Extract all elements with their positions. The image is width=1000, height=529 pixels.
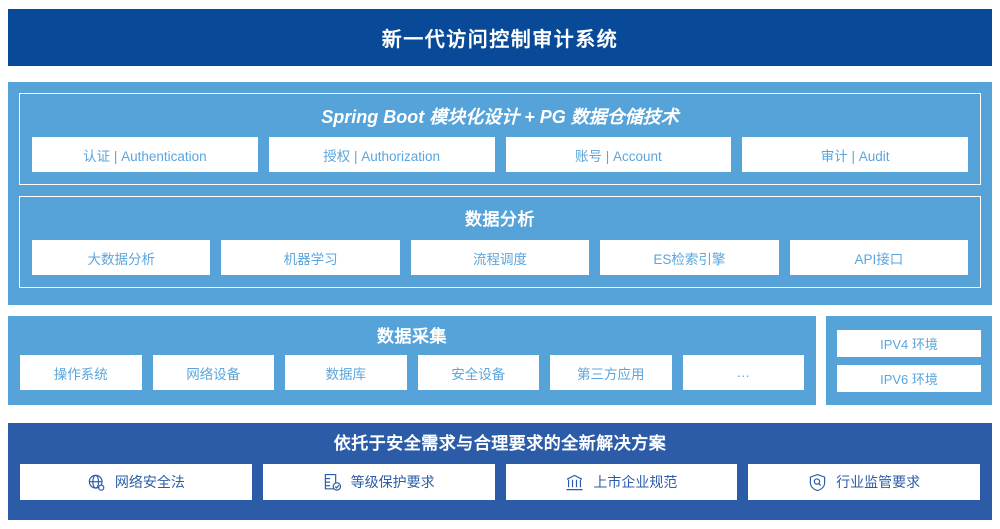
data-collection-panel: 数据采集 操作系统 网络设备 数据库 安全设备 第三方应用 … [8,316,816,405]
group-title-compliance: 依托于安全需求与合理要求的全新解决方案 [333,434,667,453]
chip-label: 网络设备 [186,366,241,382]
shield-search-icon [808,473,827,492]
environment-panel: IPV4 环境 IPV6 环境 [826,316,992,405]
chip-authorization[interactable]: 授权 | Authorization [268,137,495,172]
chip-row-data-analysis: 大数据分析 机器学习 流程调度 ES检索引擎 API接口 [32,240,969,275]
chip-label: 审计 | Audit [820,148,890,164]
chip-more[interactable]: … [682,355,804,390]
chip-label: 大数据分析 [87,251,155,267]
chip-listed-enterprise-standard[interactable]: 上市企业规范 [505,464,738,500]
document-check-icon [323,473,342,492]
chip-row-compliance: 网络安全法 等级保护要求 [20,464,980,500]
collection-row: 数据采集 操作系统 网络设备 数据库 安全设备 第三方应用 … [8,316,992,405]
chip-api-interface[interactable]: API接口 [789,240,969,275]
chip-classified-protection[interactable]: 等级保护要求 [262,464,495,500]
chip-label: ES检索引擎 [653,251,726,267]
chip-operating-system[interactable]: 操作系统 [20,355,142,390]
chip-label: 流程调度 [473,251,528,267]
chip-cybersecurity-law[interactable]: 网络安全法 [20,464,252,500]
chip-authentication[interactable]: 认证 | Authentication [32,137,258,172]
page-header: 新一代访问控制审计系统 [8,9,992,66]
chip-label: 数据库 [325,366,367,382]
chip-label: 认证 | Authentication [83,148,207,164]
chip-label: 授权 | Authorization [323,148,441,164]
chip-machine-learning[interactable]: 机器学习 [221,240,400,275]
chip-label: 机器学习 [283,251,338,267]
bank-icon [565,473,584,492]
chip-label: 行业监管要求 [836,474,921,490]
chip-third-party-app[interactable]: 第三方应用 [550,355,672,390]
chip-audit[interactable]: 审计 | Audit [742,137,968,172]
chip-label: … [736,365,751,380]
group-title-data-analysis: 数据分析 [465,210,535,229]
chip-label: 第三方应用 [577,366,645,382]
group-spring-boot: Spring Boot 模块化设计 + PG 数据仓储技术 认证 | Authe… [19,93,981,185]
group-title-data-collection: 数据采集 [377,327,447,346]
chip-ipv6-environment[interactable]: IPV6 环境 [837,364,981,392]
chip-es-search-engine[interactable]: ES检索引擎 [600,240,779,275]
chip-database[interactable]: 数据库 [285,355,407,390]
chip-industry-regulation[interactable]: 行业监管要求 [748,464,980,500]
chip-row-data-collection: 操作系统 网络设备 数据库 安全设备 第三方应用 … [20,355,804,390]
chip-label: 等级保护要求 [350,474,435,490]
group-divider [19,185,981,196]
platform-panel: Spring Boot 模块化设计 + PG 数据仓储技术 认证 | Authe… [8,82,992,305]
chip-label: IPV6 环境 [880,371,938,387]
chip-label: IPV4 环境 [880,336,938,352]
chip-label: 账号 | Account [574,148,662,164]
chip-ipv4-environment[interactable]: IPV4 环境 [837,329,981,357]
page-title: 新一代访问控制审计系统 [381,29,619,51]
chip-network-device[interactable]: 网络设备 [152,355,274,390]
chip-security-device[interactable]: 安全设备 [417,355,539,390]
group-title-spring-boot: Spring Boot 模块化设计 + PG 数据仓储技术 [321,107,679,127]
globe-icon [87,473,106,492]
chip-label: 网络安全法 [114,474,185,490]
chip-row-spring-boot: 认证 | Authentication 授权 | Authorization 账… [32,137,968,172]
group-data-analysis: 数据分析 大数据分析 机器学习 流程调度 ES检索引擎 API接口 [19,196,981,288]
chip-label: API接口 [854,251,904,267]
chip-label: 安全设备 [451,366,506,382]
compliance-panel: 依托于安全需求与合理要求的全新解决方案 网络安全法 [8,423,992,520]
chip-account[interactable]: 账号 | Account [505,137,732,172]
chip-label: 操作系统 [53,366,108,382]
chip-big-data-analysis[interactable]: 大数据分析 [32,240,211,275]
chip-label: 上市企业规范 [593,474,678,490]
chip-process-scheduling[interactable]: 流程调度 [410,240,590,275]
